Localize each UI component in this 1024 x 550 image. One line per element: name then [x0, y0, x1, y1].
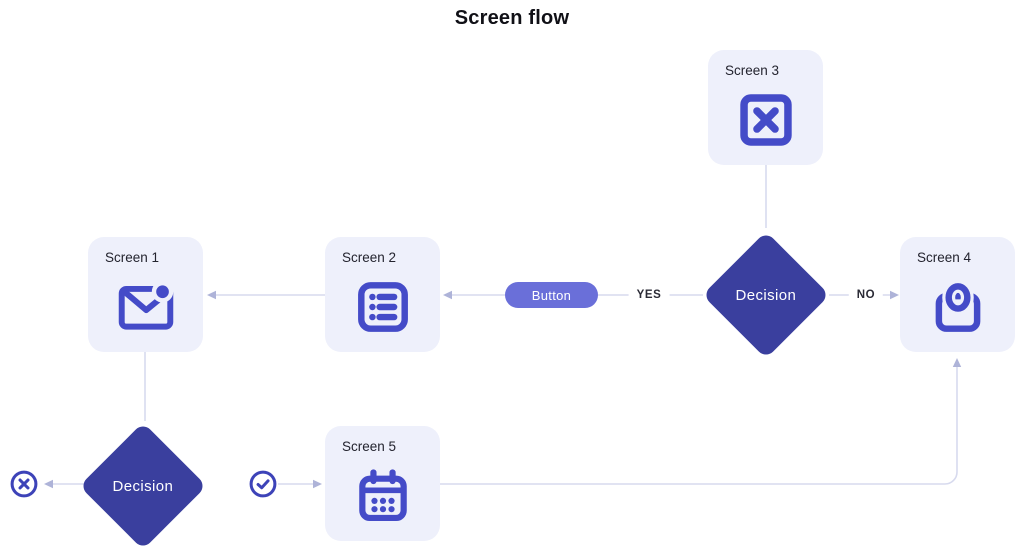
screen-label: Screen 2	[342, 250, 397, 265]
x-square-icon	[735, 89, 797, 151]
list-icon	[352, 276, 414, 338]
screen-card-1[interactable]: Screen 1	[88, 237, 203, 352]
decision-label: Decision	[735, 286, 797, 304]
decision-label: Decision	[112, 477, 174, 495]
x-circle-icon[interactable]	[10, 470, 38, 498]
screen-card-2[interactable]: Screen 2	[325, 237, 440, 352]
screen-card-3[interactable]: Screen 3	[708, 50, 823, 165]
flow-button[interactable]: Button	[505, 282, 598, 308]
flow-button-label: Button	[531, 287, 572, 303]
shopping-bag-icon	[927, 276, 989, 338]
check-circle-icon[interactable]	[249, 470, 277, 498]
mail-notification-icon	[115, 276, 177, 338]
screen-label: Screen 4	[917, 250, 972, 265]
screen-label: Screen 3	[725, 63, 780, 78]
screen-label: Screen 1	[105, 250, 160, 265]
screen-card-4[interactable]: Screen 4	[900, 237, 1015, 352]
calendar-icon	[352, 465, 414, 527]
no-label: NO	[848, 289, 884, 301]
yes-label: YES	[628, 289, 670, 301]
page-title: Screen flow	[454, 7, 570, 29]
screen-label: Screen 5	[342, 439, 397, 454]
screen-card-5[interactable]: Screen 5	[325, 426, 440, 541]
